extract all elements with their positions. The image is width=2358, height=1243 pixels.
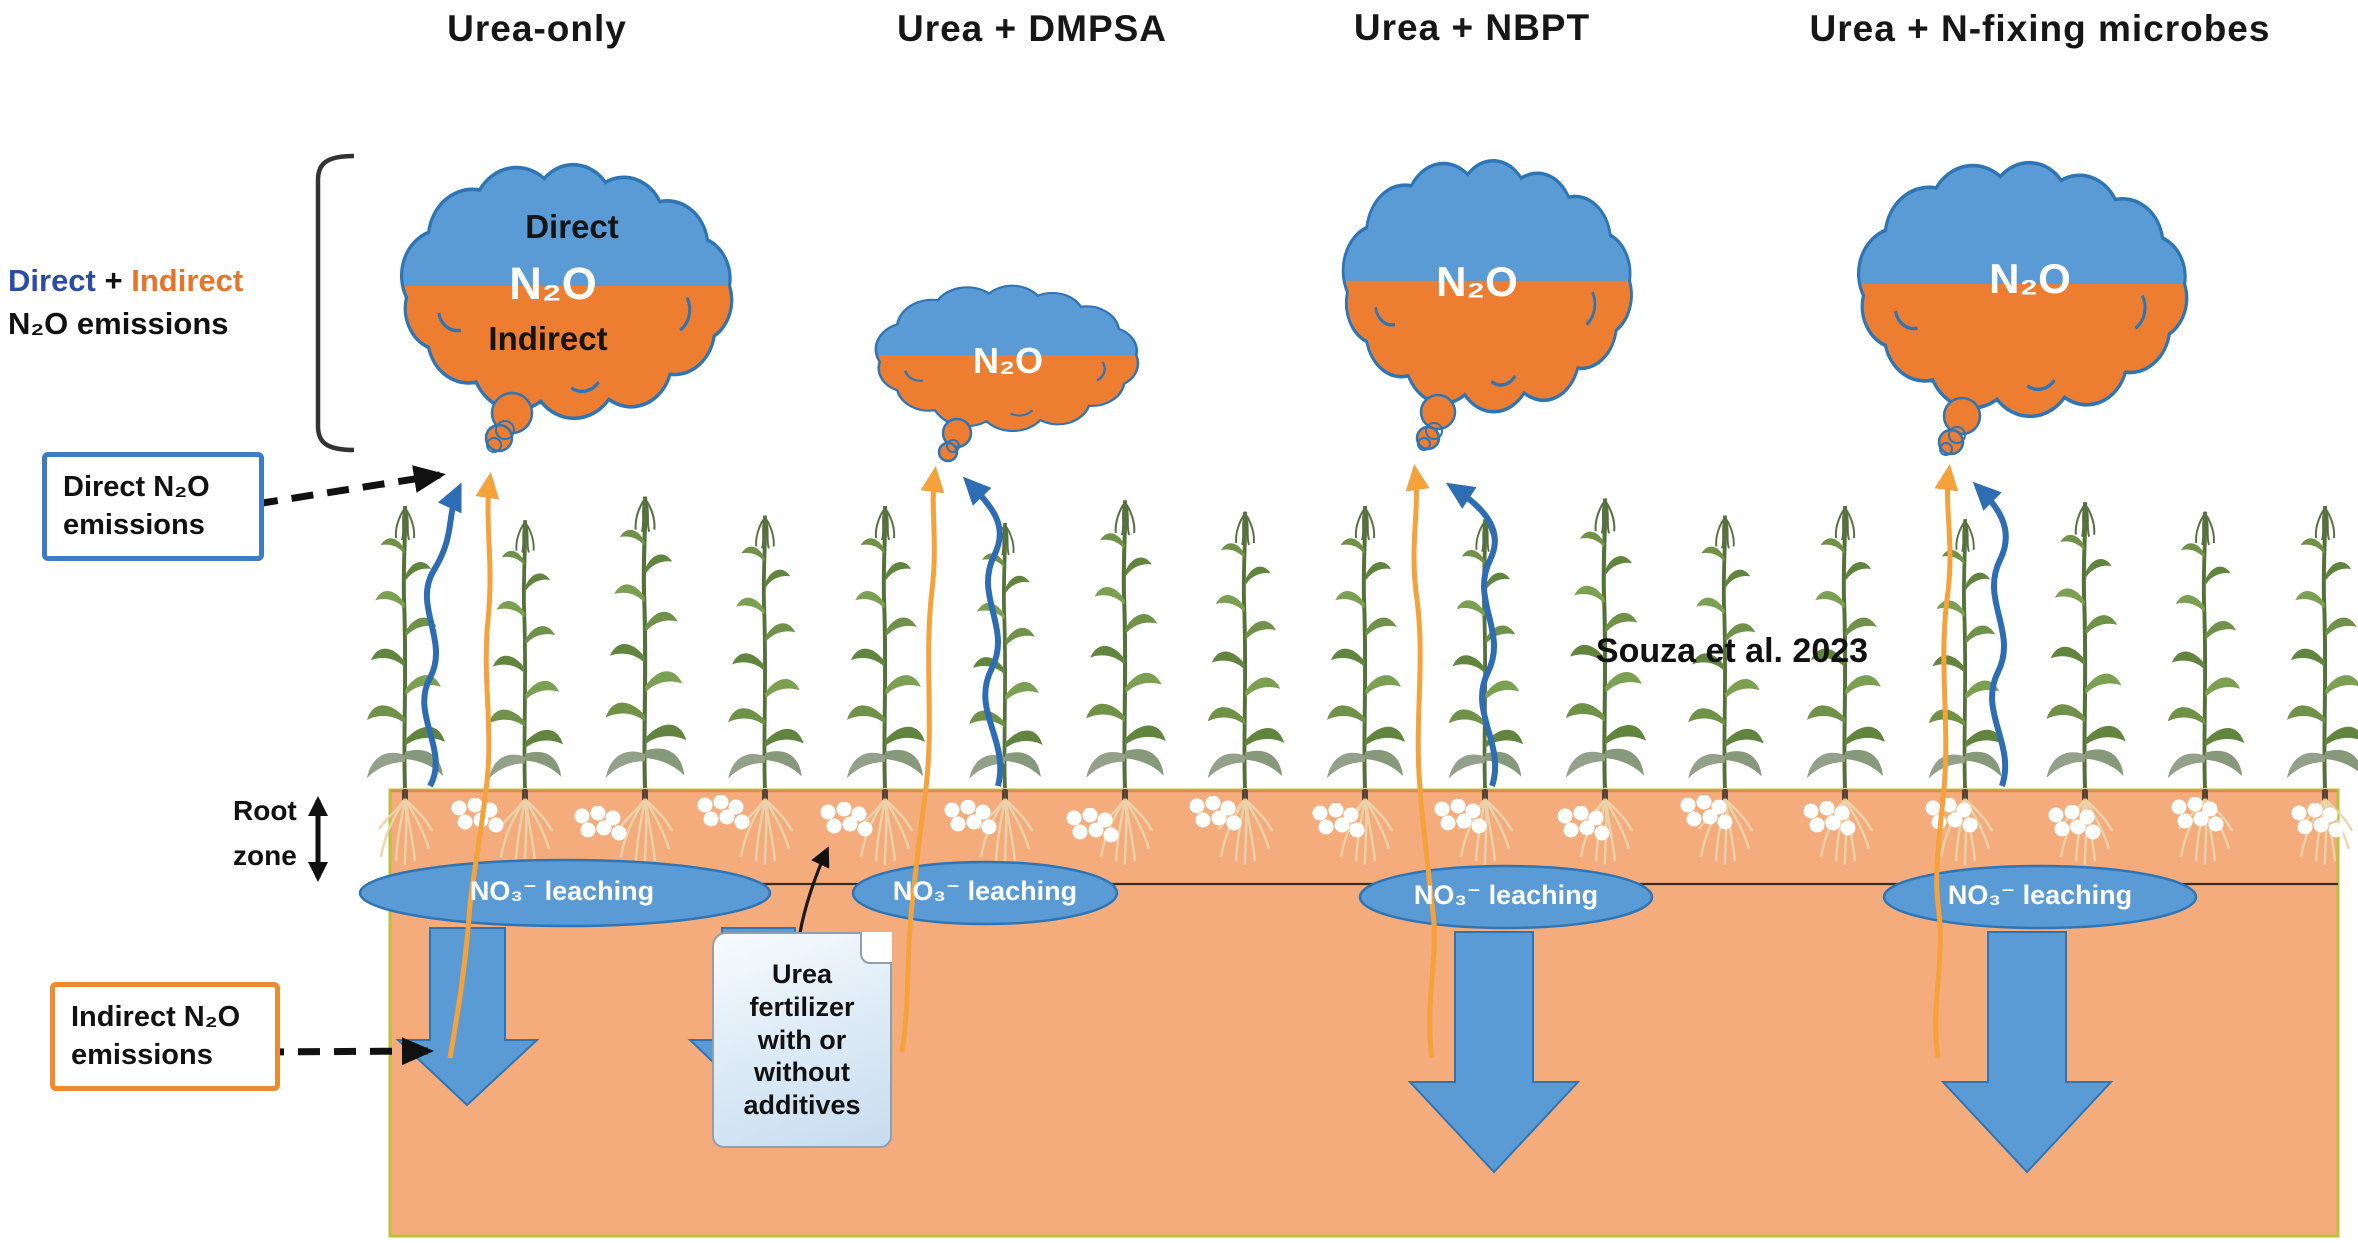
cloud3-gas-label: N₂O <box>1436 258 1518 305</box>
indirect-box-line1: Indirect N₂O <box>71 1001 241 1033</box>
cloud4-gas-label: N₂O <box>1989 255 2071 302</box>
nitrate-ellipse-4 <box>1882 864 2198 930</box>
cloud1-direct-label: Direct <box>525 208 619 245</box>
corn-plant <box>1929 519 2003 788</box>
fertilizer-note-line: without <box>754 1057 850 1088</box>
fertilizer-note-box: Urea fertilizer with or without additive… <box>712 932 892 1148</box>
indirect-emission-wavy-arrow-3 <box>1405 464 1437 1059</box>
nitrate-ellipse-2 <box>851 860 1119 926</box>
indirect-emission-wavy-arrow-4 <box>1933 464 1959 1059</box>
indirect-emission-wavy-arrow-2 <box>899 466 945 1053</box>
leaching-label-4: NO₃⁻ leaching <box>1947 880 2133 910</box>
corn-plant <box>489 520 563 788</box>
corn-plant <box>969 523 1042 788</box>
cloud-bubbles <box>484 391 534 453</box>
legend-indirect-word: Indirect <box>131 263 244 298</box>
n2o-cloud-dmpsa <box>866 286 1150 463</box>
direct-emissions-box: Direct N₂O emissions <box>42 452 264 562</box>
legend-line-2: N₂O emissions <box>8 306 229 341</box>
n2o-cloud-nbpt <box>1333 161 1645 451</box>
down-arrow-4 <box>1940 931 2114 1174</box>
indirect-box-line2: emissions <box>71 1038 213 1071</box>
cloud1-indirect-label: Indirect <box>488 320 608 357</box>
n2o-cloud-nfixing <box>1847 163 2202 456</box>
nitrate-ellipse-1 <box>358 858 772 928</box>
column-title-urea-nbpt: Urea + NBPT <box>1353 7 1591 48</box>
corn-plant <box>2047 502 2126 788</box>
direct-emission-wavy-arrow-4 <box>1972 481 2009 787</box>
column-title-urea-dmpsa: Urea + DMPSA <box>896 8 1168 49</box>
corn-plant <box>2168 512 2244 788</box>
fertilizer-note-line: Urea <box>771 958 833 989</box>
column-title-urea-only: Urea-only <box>447 8 627 49</box>
corn-plant <box>1327 506 1405 788</box>
crop-row <box>367 497 2358 789</box>
fertilizer-note-line: fertilizer <box>749 991 855 1022</box>
fertilizer-note-line: additives <box>743 1090 861 1121</box>
direct-box-line2: emissions <box>63 508 205 541</box>
leaching-label-2: NO₃⁻ leaching <box>892 876 1078 906</box>
corn-plant <box>1208 512 1284 788</box>
indirect-emissions-box: Indirect N₂O emissions <box>50 982 280 1092</box>
n2o-cloud-urea-only <box>390 165 747 453</box>
corn-plant <box>2287 506 2358 788</box>
leaching-label-1: NO₃⁻ leaching <box>469 876 655 906</box>
down-arrow-3 <box>1407 931 1581 1174</box>
fertilizer-note-pointer-arrow <box>798 846 830 934</box>
indirect-box-pointer-arrow <box>261 1037 434 1066</box>
cloud-bubbles <box>1937 396 1982 456</box>
corn-plant <box>606 497 687 788</box>
direct-box-pointer-arrow <box>255 465 446 508</box>
corn-plant <box>1449 519 1523 788</box>
citation-text: Souza et al. 2023 <box>1595 632 1869 670</box>
root-zone-label-line1: Root <box>233 795 297 826</box>
cloud-bubbles <box>937 417 973 463</box>
root-zone-label-line2: zone <box>233 840 297 871</box>
legend-plus: + <box>95 263 132 298</box>
direct-emission-wavy-arrow-3 <box>1445 482 1499 787</box>
direct-emission-wavy-arrow-1 <box>421 482 462 788</box>
cloud-bubbles <box>1415 393 1457 451</box>
direct-box-line1: Direct N₂O <box>63 471 210 503</box>
legend-direct-word: Direct <box>8 263 96 298</box>
leaching-label-3: NO₃⁻ leaching <box>1413 880 1599 910</box>
corn-plant <box>728 516 803 788</box>
fertilizer-note-line: with or <box>757 1024 847 1055</box>
corn-plant <box>1086 500 1166 788</box>
cloud2-gas-label: N₂O <box>973 340 1043 381</box>
direct-emission-wavy-arrow-2 <box>962 476 1004 787</box>
legend-line-1: Direct + Indirect <box>8 263 243 299</box>
column-title-urea-nfixing: Urea + N-fixing microbes <box>1809 8 2271 49</box>
corn-plant <box>847 506 925 788</box>
indirect-emission-wavy-arrow-1 <box>447 472 500 1059</box>
cloud1-gas-label: N₂O <box>509 258 597 309</box>
emission-arrows <box>421 464 2009 1059</box>
legend-bracket <box>315 153 355 453</box>
